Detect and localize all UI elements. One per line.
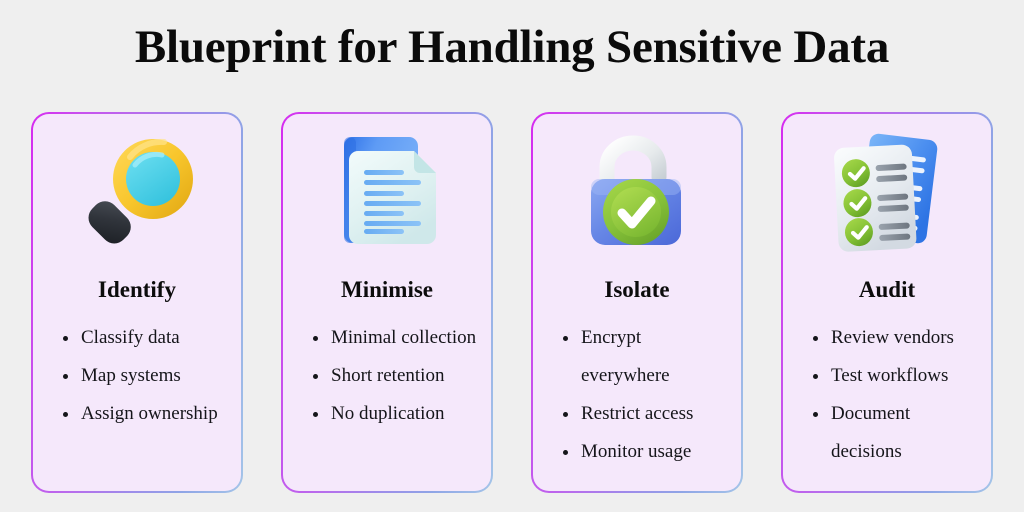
magnifying-glass-icon	[33, 124, 241, 264]
bullet-list-minimise: Minimal collection Short retention No du…	[309, 319, 481, 433]
list-item: Short retention	[309, 357, 481, 395]
list-item: Minimal collection	[309, 319, 481, 357]
list-item: Map systems	[59, 357, 231, 395]
card-identify[interactable]: Identify Classify data Map systems Assig…	[31, 112, 243, 493]
list-item: Monitor usage	[559, 433, 731, 471]
document-pages-icon	[283, 124, 491, 264]
card-isolate-body: Isolate Encrypt everywhere Restrict acce…	[533, 114, 741, 491]
card-heading-isolate: Isolate	[604, 277, 670, 302]
card-minimise-body: Minimise Minimal collection Short retent…	[283, 114, 491, 491]
card-identify-body: Identify Classify data Map systems Assig…	[33, 114, 241, 491]
page-title: Blueprint for Handling Sensitive Data	[134, 21, 890, 73]
list-item: Assign ownership	[59, 395, 231, 433]
list-item: Encrypt everywhere	[559, 319, 731, 395]
open-padlock-check-icon	[533, 124, 741, 264]
card-audit-body: Audit Review vendors Test workflows Docu…	[783, 114, 991, 491]
list-item: Review vendors	[809, 319, 981, 357]
cards-row: Identify Classify data Map systems Assig…	[31, 112, 993, 493]
card-minimise[interactable]: Minimise Minimal collection Short retent…	[281, 112, 493, 493]
card-heading-minimise: Minimise	[341, 277, 433, 302]
checklist-pages-icon	[783, 124, 991, 264]
bullet-list-identify: Classify data Map systems Assign ownersh…	[59, 319, 231, 433]
card-isolate[interactable]: Isolate Encrypt everywhere Restrict acce…	[531, 112, 743, 493]
bullet-list-audit: Review vendors Test workflows Document d…	[809, 319, 981, 471]
list-item: Test workflows	[809, 357, 981, 395]
bullet-list-isolate: Encrypt everywhere Restrict access Monit…	[559, 319, 731, 471]
card-audit[interactable]: Audit Review vendors Test workflows Docu…	[781, 112, 993, 493]
card-heading-identify: Identify	[98, 277, 176, 302]
list-item: Document decisions	[809, 395, 981, 471]
list-item: Classify data	[59, 319, 231, 357]
list-item: Restrict access	[559, 395, 731, 433]
list-item: No duplication	[309, 395, 481, 433]
card-heading-audit: Audit	[858, 277, 916, 302]
